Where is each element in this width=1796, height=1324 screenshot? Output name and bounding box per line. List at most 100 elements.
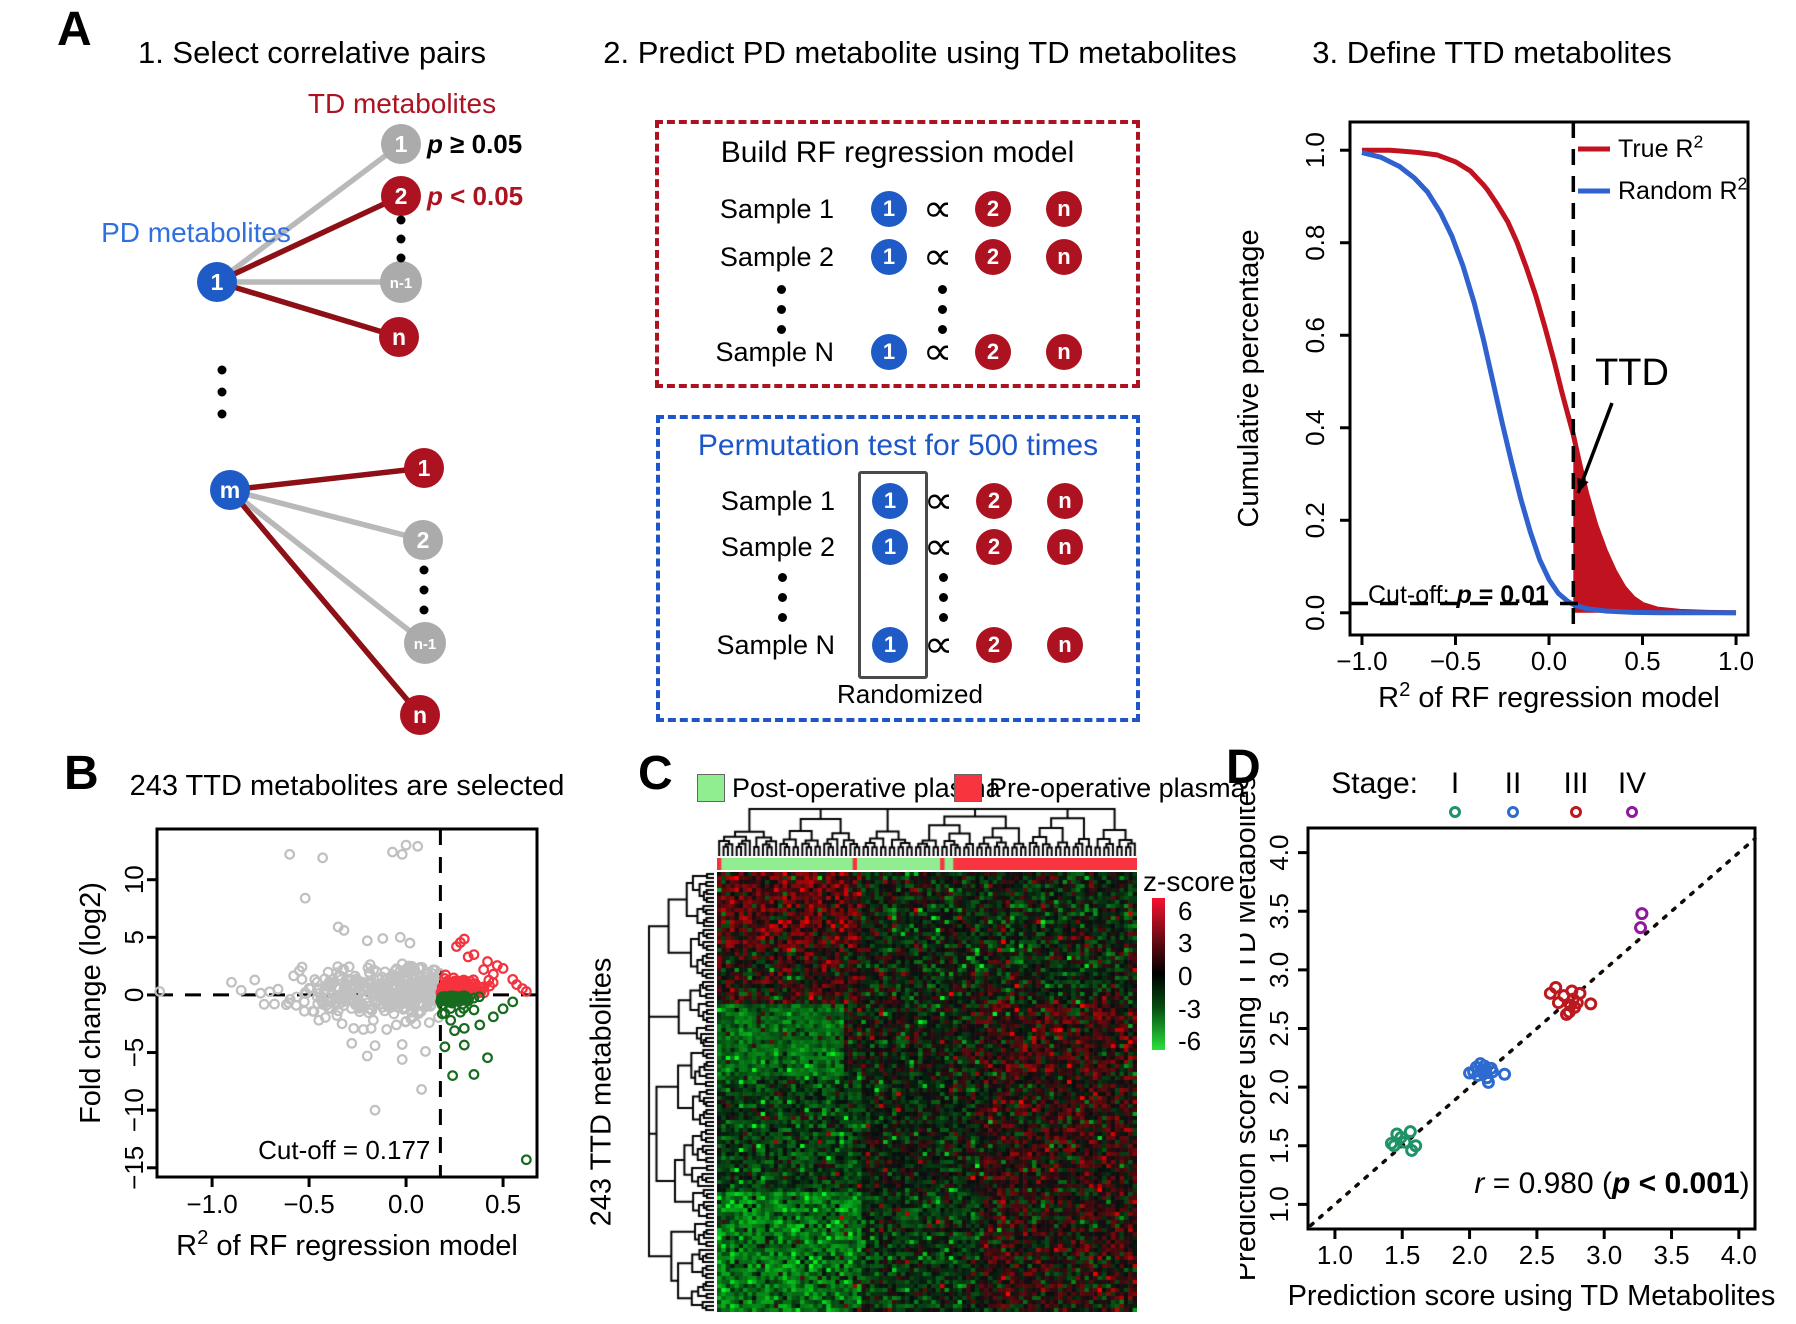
svg-text:0.0: 0.0 — [1531, 646, 1567, 676]
svg-text:R2 of RF regression model: R2 of RF regression model — [1378, 679, 1720, 714]
heatmap-canvas — [717, 872, 1137, 1312]
svg-text:0.5: 0.5 — [485, 1189, 521, 1219]
zscore-title: z-score — [1143, 866, 1235, 897]
stage-III-points — [1543, 980, 1598, 1021]
column-dendrogram — [717, 806, 1137, 856]
svg-text:243 TTD metabolites are select: 243 TTD metabolites are selected — [130, 770, 565, 802]
heatmap-y-label: 243 TTD metabolites — [585, 957, 618, 1227]
ellipsis-dot — [939, 593, 948, 602]
svg-text:True R2: True R2 — [1618, 132, 1703, 164]
step3-title: 3. Define TTD metabolites — [1312, 35, 1672, 70]
identity-line — [1308, 836, 1757, 1228]
svg-text:Prediction score using TD Meta: Prediction score using TD Metabolites — [1288, 1280, 1776, 1312]
metabolite-node: n — [379, 317, 419, 357]
curve-random_r2 — [1361, 150, 1737, 616]
svg-text:1.0: 1.0 — [1317, 1240, 1353, 1270]
randomized-label: Randomized — [837, 679, 983, 709]
sample-row-label: Sample 2 — [719, 242, 834, 272]
svg-text:0.0: 0.0 — [388, 1189, 424, 1219]
svg-text:r = 0.980 (p < 0.001): r = 0.980 (p < 0.001) — [1474, 1167, 1749, 1200]
sample-node: n — [1047, 529, 1083, 565]
svg-text:Random R2: Random R2 — [1618, 174, 1747, 206]
svg-text:Prediction score using TTD Met: Prediction score using TTD Metabolites — [1240, 776, 1262, 1282]
ttd-shaded-region — [1573, 434, 1737, 613]
points-not_selected — [154, 839, 445, 1116]
sample-node: 2 — [975, 334, 1011, 370]
sample-node: n — [1046, 191, 1082, 227]
svg-text:n-1: n-1 — [390, 275, 413, 292]
svg-text:2: 2 — [417, 527, 430, 553]
svg-text:Cut-off = 0.177: Cut-off = 0.177 — [258, 1135, 430, 1165]
ellipsis-dots — [217, 215, 429, 615]
zscore-tick: -3 — [1178, 993, 1202, 1024]
zscore-tick: 0 — [1178, 961, 1193, 991]
ttd-arrow — [1576, 402, 1614, 494]
stage-legend-dot — [1449, 806, 1461, 818]
sample-node: n — [1047, 627, 1083, 663]
permutation-box-title: Permutation test for 500 times — [697, 429, 1099, 462]
svg-text:−0.5: −0.5 — [283, 1189, 334, 1219]
proportional-icon: ∝ — [922, 188, 953, 230]
sample-group-color-bar — [717, 858, 1137, 870]
proportional-icon: ∝ — [923, 624, 954, 666]
ellipsis-dot — [938, 325, 947, 334]
stage-legend-dot — [1626, 806, 1638, 818]
sample-row-label: Sample N — [715, 337, 834, 367]
svg-text:0.5: 0.5 — [1624, 646, 1660, 676]
svg-text:5: 5 — [119, 930, 149, 944]
permutation-box: Permutation test for 500 times Sample 1 1… — [656, 415, 1140, 722]
svg-text:Cut-off: p = 0.01: Cut-off: p = 0.01 — [1368, 581, 1549, 609]
metabolite-node: 1 — [197, 262, 237, 302]
svg-text:2.0: 2.0 — [1264, 1069, 1294, 1105]
svg-text:−0.5: −0.5 — [1430, 646, 1481, 676]
svg-text:−10: −10 — [119, 1088, 149, 1132]
zscore-tick: -6 — [1178, 1026, 1202, 1057]
sample-node: 2 — [975, 239, 1011, 275]
ellipsis-dot — [777, 285, 786, 294]
svg-text:4.0: 4.0 — [1721, 1240, 1757, 1270]
sample-node: 2 — [976, 483, 1012, 519]
svg-text:0.6: 0.6 — [1300, 317, 1330, 353]
svg-text:m: m — [220, 477, 240, 503]
sample-node: 2 — [975, 191, 1011, 227]
pre-operative-legend-label: Pre-operative plasma — [989, 773, 1246, 803]
sample-row-label: Sample 1 — [720, 486, 835, 516]
stage-IV-points — [1634, 907, 1649, 935]
svg-text:1.0: 1.0 — [1264, 1186, 1294, 1222]
ellipsis-dot — [939, 573, 948, 582]
svg-text:0: 0 — [119, 988, 149, 1002]
metabolite-node: 1 — [381, 124, 421, 164]
svg-text:Cumulative percentage: Cumulative percentage — [1233, 229, 1265, 527]
svg-text:Fold change (log2): Fold change (log2) — [75, 882, 107, 1124]
svg-text:3.0: 3.0 — [1264, 952, 1294, 988]
sample-node: n — [1046, 334, 1082, 370]
svg-text:Stage:: Stage: — [1331, 767, 1418, 800]
panel-b-label: B — [64, 747, 99, 800]
proportional-icon: ∝ — [922, 236, 953, 278]
sample-node: 1 — [872, 529, 908, 565]
svg-text:2.0: 2.0 — [1451, 1240, 1487, 1270]
svg-text:0.2: 0.2 — [1300, 502, 1330, 538]
ellipsis-dot — [778, 593, 787, 602]
stage-legend-dot — [1507, 806, 1519, 818]
svg-text:TD metabolites: TD metabolites — [308, 88, 496, 119]
svg-text:−15: −15 — [119, 1146, 149, 1190]
step1-title: 1. Select correlative pairs — [137, 35, 487, 70]
sample-node: 2 — [976, 529, 1012, 565]
randomized-column-outline — [858, 471, 928, 679]
ellipsis-dot — [777, 305, 786, 314]
sample-row-label: Sample 2 — [720, 532, 835, 562]
sample-node: 1 — [872, 627, 908, 663]
svg-text:II: II — [1505, 767, 1522, 800]
svg-text:TTD: TTD — [1595, 352, 1669, 394]
svg-text:1.0: 1.0 — [1300, 132, 1330, 168]
svg-text:IV: IV — [1618, 767, 1646, 800]
curve-true_r2 — [1361, 147, 1737, 616]
metabolite-node: n-1 — [380, 261, 422, 303]
sample-node: n — [1047, 483, 1083, 519]
svg-text:1: 1 — [211, 269, 224, 295]
